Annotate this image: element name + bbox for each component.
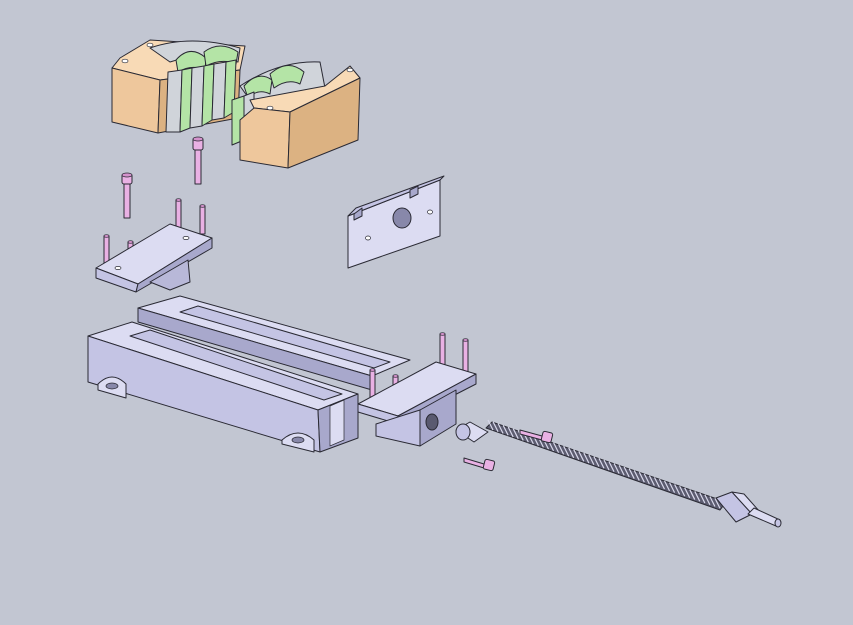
thread-ridge <box>487 419 494 431</box>
left-jaw-block <box>111 39 246 134</box>
right-jaw-block <box>231 61 361 169</box>
thread-ridge <box>714 497 721 509</box>
thread-ridge <box>658 478 666 490</box>
thread-ridge <box>553 442 560 453</box>
guide-clamp-plate <box>347 175 445 269</box>
thread-ridge <box>573 449 580 460</box>
thread-ridge <box>507 426 514 438</box>
thread-ridge <box>684 487 691 499</box>
thread-ridge <box>628 468 635 479</box>
socket-head-screw <box>192 136 204 185</box>
thread-ridge <box>633 470 640 481</box>
bracket-screw <box>463 457 496 472</box>
thread-ridge <box>709 496 716 507</box>
thread-ridge <box>497 423 504 434</box>
thread-ridge <box>699 492 706 504</box>
thread-ridge <box>618 464 625 476</box>
jaw-carrier-plate <box>95 223 213 293</box>
thread-ridge <box>663 480 671 492</box>
socket-head-screw <box>199 204 206 235</box>
twin-slot-base-rail <box>87 295 411 453</box>
end-bearing-bracket <box>357 361 477 447</box>
thread-ridge <box>653 477 660 488</box>
thread-ridge <box>593 456 600 467</box>
thread-ridge <box>517 430 524 441</box>
thread-ridge <box>694 491 701 502</box>
thread-ridge <box>643 473 650 485</box>
bracket-screw <box>519 429 554 444</box>
thread-ridge <box>638 471 645 483</box>
thread-ridge <box>502 424 509 436</box>
thread-ridge <box>558 444 565 455</box>
bracket-screw-group <box>463 429 554 472</box>
thread-ridge <box>679 485 686 497</box>
thread-ridge <box>598 457 605 469</box>
thread-ridge <box>563 445 570 457</box>
thread-ridge <box>492 421 499 433</box>
thread-ridge <box>704 494 711 506</box>
thread-ridge <box>689 489 696 500</box>
thread-ridge <box>648 475 655 486</box>
thread-ridge <box>623 466 630 478</box>
socket-head-screw <box>121 172 133 219</box>
lead-screw <box>455 419 782 528</box>
thread-ridge <box>674 484 681 495</box>
thread-ridge <box>578 451 585 462</box>
thread-ridge <box>669 482 676 493</box>
thread-ridge <box>613 463 620 474</box>
thread-ridge <box>568 447 575 459</box>
thread-ridge <box>512 428 519 439</box>
thread-ridge <box>603 459 610 471</box>
socket-head-screw <box>175 198 182 231</box>
thread-ridge <box>588 454 595 466</box>
thread-ridge <box>583 452 590 464</box>
thread-ridge <box>608 461 615 473</box>
